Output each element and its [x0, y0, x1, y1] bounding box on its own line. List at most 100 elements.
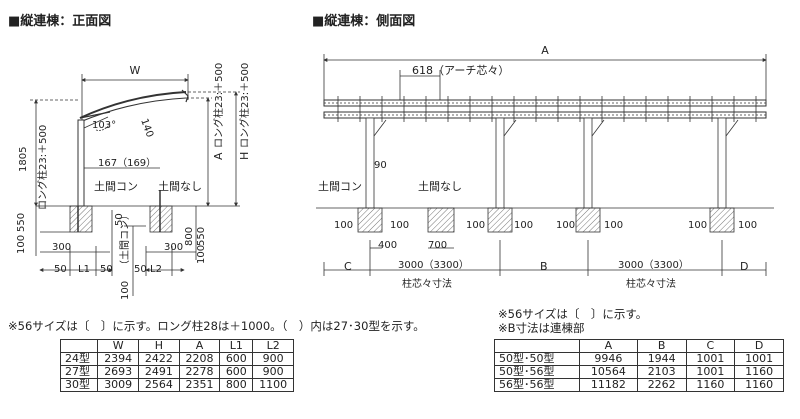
side-arch-label: 618（アーチ芯々） — [412, 63, 509, 77]
right-note-1: ※56サイズは〔 〕に示す。 — [498, 307, 648, 321]
table-cell: 2262 — [636, 378, 687, 392]
table-cell: 900 — [252, 365, 294, 379]
table-header-cell: A — [178, 339, 221, 353]
table-cell: 2278 — [178, 365, 221, 379]
table-cell: 9946 — [578, 352, 638, 366]
table-cell: 2103 — [636, 365, 687, 379]
table-cell: 30型 — [59, 378, 99, 392]
table-cell: 27型 — [59, 365, 99, 379]
side-400-label: 400 — [378, 240, 397, 251]
table-cell: 1001 — [685, 352, 736, 366]
side-100-b-label: 100 — [390, 220, 409, 231]
front-550-right-label: 550 — [196, 227, 207, 246]
front-angle-label: 103° — [92, 120, 116, 131]
table-cell: 600 — [219, 365, 254, 379]
front-l1-label: L1 — [78, 264, 90, 275]
table-header-cell — [494, 339, 580, 353]
table-header-cell: D — [734, 339, 784, 353]
side-100-h-label: 100 — [738, 220, 757, 231]
front-r140-label: 140 — [138, 117, 155, 139]
table-cell: 2208 — [178, 352, 221, 366]
side-d-label: D — [740, 260, 748, 273]
right-note-2: ※B寸法は連棟部 — [498, 321, 585, 335]
table-header-cell: A — [578, 339, 638, 353]
side-100-g-label: 100 — [688, 220, 707, 231]
front-550-label: 550 — [16, 213, 27, 232]
table-cell: 11182 — [578, 378, 638, 392]
front-300-right-label: 300 — [164, 242, 183, 253]
side-90-label: 90 — [374, 160, 387, 171]
side-pitch-right-label: 柱芯々寸法 — [626, 277, 676, 290]
front-100-label: 100 — [16, 235, 27, 254]
side-view — [316, 54, 774, 276]
table-cell: 900 — [252, 352, 294, 366]
table-cell: 2351 — [178, 378, 221, 392]
front-50-mid-label: 50 — [100, 264, 113, 275]
side-b-label: B — [540, 260, 548, 273]
front-post-width-label: 167（169） — [98, 157, 156, 169]
front-doma-con-label: 土間コン — [94, 180, 138, 193]
front-view-title: ■縦連棟：正面図 — [8, 14, 112, 29]
table-cell: 50型･50型 — [494, 352, 580, 366]
front-l2-label: L2 — [150, 264, 162, 275]
side-span1-label: 3000（3300） — [398, 259, 469, 271]
table-cell: 1001 — [685, 365, 736, 379]
front-a-label: A — [212, 152, 225, 160]
table-cell: 3009 — [97, 378, 140, 392]
table-cell: 1944 — [636, 352, 687, 366]
table-cell: 1160 — [685, 378, 736, 392]
table-row: 56型･56型 11182 2262 1160 1160 — [494, 378, 784, 392]
front-doma-nashi-label: 土間なし — [158, 180, 202, 193]
table-cell: 2693 — [97, 365, 140, 379]
side-doma-nashi-label: 土間なし — [418, 180, 462, 193]
front-view — [30, 74, 240, 296]
front-800-label: 800 — [184, 227, 195, 246]
side-doma-con-label: 土間コン — [318, 180, 362, 193]
side-view-title: ■縦連棟：側面図 — [312, 14, 416, 29]
front-size-table: W H A L1 L2 24型 2394 2422 2208 600 900 2… — [59, 339, 294, 392]
front-50-v-label: 50 — [114, 213, 125, 226]
side-700-label: 700 — [428, 240, 447, 251]
table-cell: 1160 — [734, 365, 784, 379]
table-cell: 600 — [219, 352, 254, 366]
table-header-row: A B C D — [494, 339, 784, 353]
table-row: 24型 2394 2422 2208 600 900 — [59, 352, 294, 366]
front-pillar-left-label: ロング柱23:＋500 — [36, 125, 49, 210]
front-pillar-h-label: ロング柱23:＋500 — [238, 63, 251, 148]
table-cell: 10564 — [578, 365, 638, 379]
front-50-left-label: 50 — [54, 264, 67, 275]
side-pitch-left-label: 柱芯々寸法 — [402, 277, 452, 290]
table-row: 30型 3009 2564 2351 800 1100 — [59, 378, 294, 392]
table-header-cell: L2 — [252, 339, 294, 353]
table-cell: 2564 — [138, 378, 180, 392]
table-header-cell — [59, 339, 99, 353]
side-100-d-label: 100 — [514, 220, 533, 231]
table-cell: 50型･56型 — [494, 365, 580, 379]
left-note: ※56サイズは〔 〕に示す。ロング柱28は＋1000。（ ）内は27･30型を示… — [8, 319, 425, 333]
table-cell: 1100 — [252, 378, 294, 392]
table-row: 50型･50型 9946 1944 1001 1001 — [494, 352, 784, 366]
table-cell: 2422 — [138, 352, 180, 366]
table-header-row: W H A L1 L2 — [59, 339, 294, 353]
side-span2-label: 3000（3300） — [618, 259, 689, 271]
front-labels: W 103° 140 167（169） 土間コン 土間なし 1805 ロング柱2… — [16, 63, 251, 300]
table-cell: 1160 — [734, 378, 784, 392]
front-100-h-label: 100 — [120, 281, 131, 300]
table-cell: 2394 — [97, 352, 140, 366]
table-header-cell: W — [97, 339, 140, 353]
table-header-cell: H — [138, 339, 180, 353]
table-cell: 24型 — [59, 352, 99, 366]
table-cell: 56型･56型 — [494, 378, 580, 392]
side-100-e-label: 100 — [556, 220, 575, 231]
side-100-f-label: 100 — [604, 220, 623, 231]
table-cell: 2491 — [138, 365, 180, 379]
front-50-right-label: 50 — [134, 264, 147, 275]
side-size-table: A B C D 50型･50型 9946 1944 1001 1001 50型･… — [494, 339, 784, 392]
table-cell: 800 — [219, 378, 254, 392]
side-100-a-label: 100 — [334, 220, 353, 231]
side-labels: A 618（アーチ芯々） 90 土間コン 土間なし 100 100 100 10… — [318, 44, 757, 290]
table-row: 50型･56型 10564 2103 1001 1160 — [494, 365, 784, 379]
side-a-label: A — [541, 44, 549, 57]
table-header-cell: C — [685, 339, 736, 353]
side-c-label: C — [344, 260, 352, 273]
